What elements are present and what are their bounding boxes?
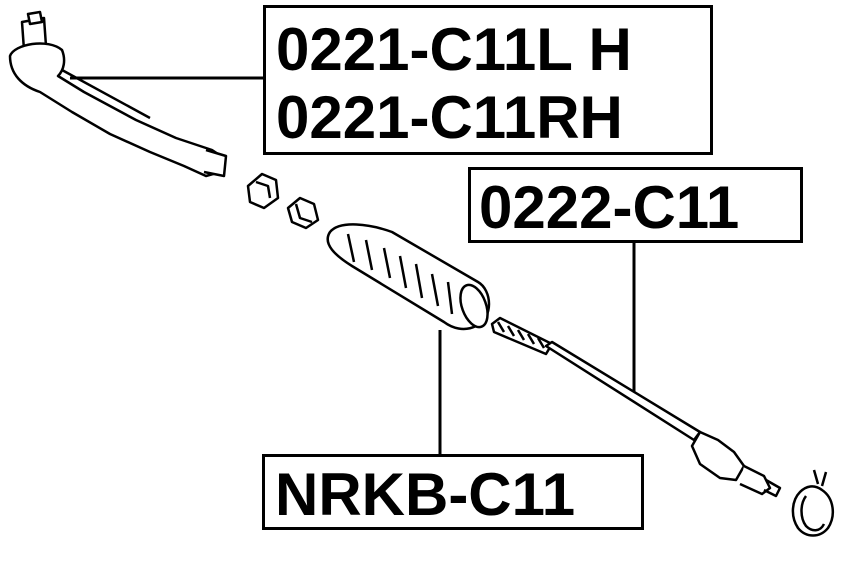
tie-rod-nuts-drawing xyxy=(246,172,320,230)
tie-rod-end-part-number-box: 0221-C11L H 0221-C11RH xyxy=(263,5,713,155)
tie-rod-part-number-box: 0222-C11 xyxy=(468,167,803,243)
steering-boot-drawing xyxy=(326,223,491,331)
tie-rod-end-rh-part-number: 0221-C11RH xyxy=(276,84,623,151)
steering-boot-part-number: NRKB-C11 xyxy=(275,461,576,528)
boot-clamp-drawing xyxy=(791,469,835,537)
tie-rod-part-number: 0222-C11 xyxy=(479,174,740,241)
tie-rod-end-drawing xyxy=(8,10,228,178)
tie-rod-end-lh-part-number: 0221-C11L H xyxy=(276,16,632,83)
tie-rod-drawing xyxy=(490,316,782,498)
steering-boot-part-number-box: NRKB-C11 xyxy=(262,454,644,530)
